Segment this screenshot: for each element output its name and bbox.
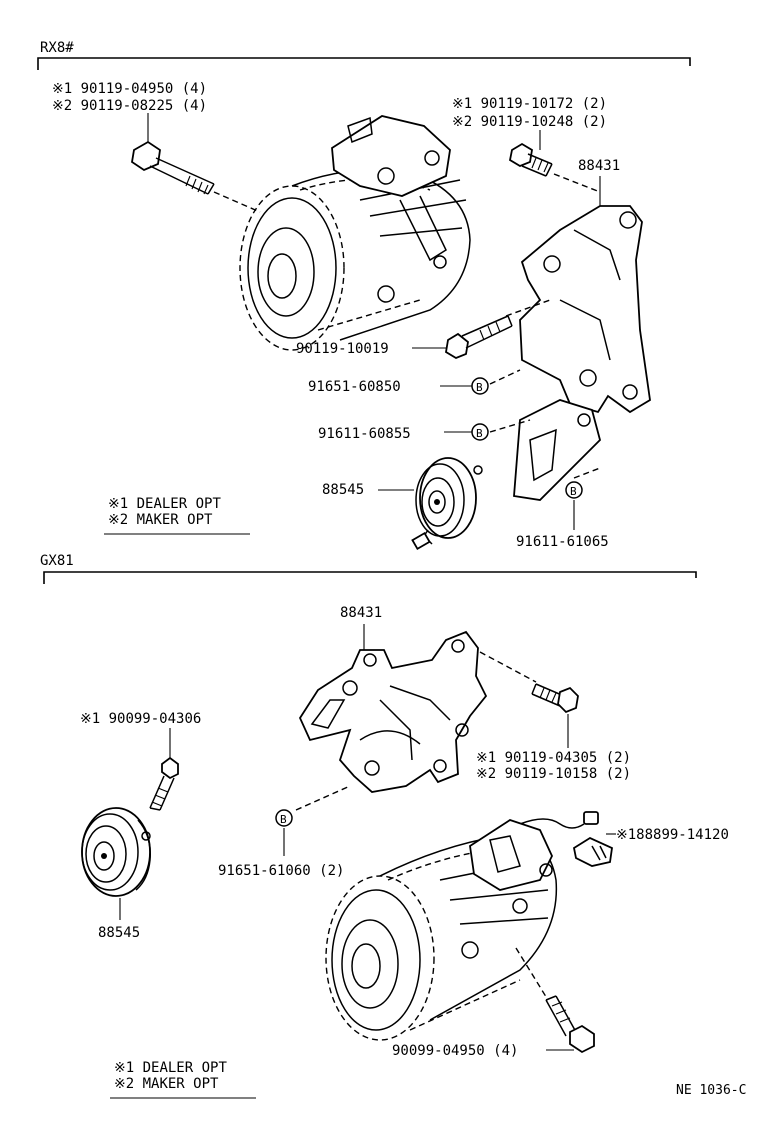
compressor [239, 115, 471, 351]
part-label-connector: ※188899-14120 [616, 827, 729, 843]
note-dealer-opt: ※1 DEALER OPT [114, 1060, 227, 1076]
bolt [445, 315, 513, 360]
bracket-bolt [508, 142, 553, 177]
nut-symbol: B [275, 809, 293, 827]
part-label-bracket-bolt-maker: ※2 90119-10158 (2) [476, 766, 631, 782]
compressor [325, 819, 558, 1041]
part-label-nut: 91611-60855 [318, 426, 411, 442]
part-label-bracket: 88431 [578, 158, 620, 174]
svg-text:B: B [476, 427, 483, 440]
compressor-bolt [131, 140, 215, 195]
dash-guide [573, 467, 601, 479]
part-label-compressor-bolt-maker: ※2 90119-08225 (4) [52, 98, 207, 114]
bracket-bolt [531, 683, 579, 714]
bracket [513, 205, 651, 501]
nut-symbol: B [565, 481, 583, 499]
part-label-bracket-bolt-maker: ※2 90119-10248 (2) [452, 114, 607, 130]
svg-text:B: B [280, 813, 287, 826]
part-label-nut: 91611-61065 [516, 534, 609, 550]
dash-guide [479, 651, 537, 683]
part-label-idler-pulley: 88545 [98, 925, 140, 941]
pulley-bolt [149, 756, 179, 811]
section-bracket-line [37, 57, 691, 70]
dash-guide [213, 191, 261, 213]
part-label-bracket-bolt-dealer: ※1 90119-04305 (2) [476, 750, 631, 766]
section-rx8: RX8# ※1 90119-04950 (4) ※2 90119-08225 (… [37, 40, 691, 551]
dash-guide [489, 369, 521, 385]
dash-guide [553, 173, 601, 193]
part-label-bracket-bolt-dealer: ※1 90119-10172 (2) [452, 96, 607, 112]
idler-pulley [411, 457, 483, 551]
part-label-compressor-bolt: 90099-04950 (4) [392, 1043, 518, 1059]
part-label-bracket: 88431 [340, 605, 382, 621]
figure-code: NE 1036-C [676, 1083, 746, 1098]
section-gx81: GX81 88431 ※1 90119-04305 (2) ※2 9011 [40, 553, 729, 1099]
svg-text:B: B [476, 381, 483, 394]
section-bracket-line [43, 571, 697, 584]
note-maker-opt: ※2 MAKER OPT [114, 1076, 219, 1092]
note-dealer-opt: ※1 DEALER OPT [108, 496, 221, 512]
dash-guide [505, 299, 551, 317]
nut-symbol: B [471, 377, 489, 395]
section-model-label: RX8# [40, 40, 74, 56]
note-maker-opt: ※2 MAKER OPT [108, 512, 213, 528]
idler-pulley [81, 807, 151, 897]
part-label-pulley-bolt: ※1 90099-04306 [80, 711, 201, 727]
bracket [298, 630, 488, 793]
dash-guide [295, 785, 351, 811]
part-label-nut: 91651-60850 [308, 379, 401, 395]
svg-text:B: B [570, 485, 577, 498]
part-label-compressor-bolt-dealer: ※1 90119-04950 (4) [52, 81, 207, 97]
compressor-bolt [545, 995, 595, 1054]
part-label-idler-pulley: 88545 [322, 482, 364, 498]
nut-symbol: B [471, 423, 489, 441]
part-label-nut: 91651-61060 (2) [218, 863, 344, 879]
connector [519, 811, 613, 867]
dash-guide [489, 419, 531, 433]
part-label-bolt: 90119-10019 [296, 341, 389, 357]
section-model-label: GX81 [40, 553, 74, 569]
dash-guide [515, 947, 549, 1001]
